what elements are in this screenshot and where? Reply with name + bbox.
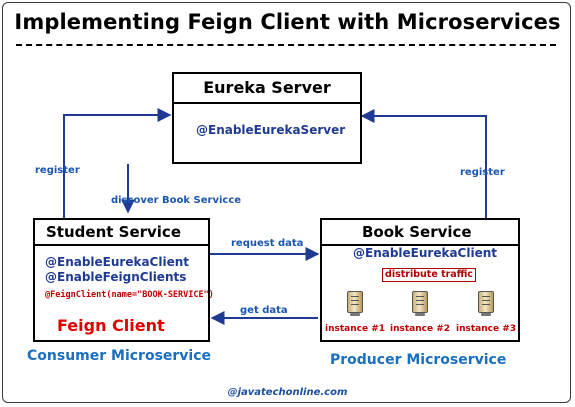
eureka-server-title: Eureka Server (174, 74, 360, 104)
diagram-frame (2, 2, 571, 403)
enable-eureka-client-annotation: @EnableEurekaClient (45, 255, 190, 269)
enable-eureka-server-annotation: @EnableEurekaServer (196, 123, 346, 137)
server-icon-1 (347, 291, 363, 316)
server-icon-2 (412, 291, 428, 316)
consumer-microservice-caption: Consumer Microservice (27, 348, 212, 364)
eureka-server-box: Eureka Server (172, 72, 362, 164)
register-right-label: register (460, 167, 505, 178)
instance-3-label: instance #3 (456, 324, 517, 334)
instance-2-label: instance #2 (390, 324, 451, 334)
book-enable-eureka-client-annotation: @EnableEurekaClient (353, 246, 498, 260)
feign-client-label: Feign Client (57, 316, 165, 335)
student-service-title: Student Service (35, 220, 208, 246)
register-left-label: register (35, 165, 80, 176)
discover-label: discover Book Servicce (111, 195, 242, 206)
request-data-label: request data (231, 238, 304, 249)
feign-client-annotation: @FeignClient(name="BOOK-SERVICE") (45, 290, 214, 300)
server-icon-3 (478, 291, 494, 316)
book-service-title: Book Service (322, 220, 518, 246)
distribute-traffic-label: distribute traffic (382, 268, 476, 282)
footer-credit: @javatechonline.com (227, 387, 348, 398)
register-right-arrow (360, 109, 487, 218)
enable-feign-clients-annotation: @EnableFeignClients (45, 270, 187, 284)
get-data-label: get data (240, 305, 288, 316)
register-left-arrow (63, 108, 172, 218)
diagram-title: Implementing Feign Client with Microserv… (14, 10, 561, 34)
title-divider (16, 44, 556, 46)
instance-1-label: instance #1 (325, 324, 386, 334)
producer-microservice-caption: Producer Microservice (330, 352, 507, 368)
student-service-box: Student Service (33, 218, 210, 342)
